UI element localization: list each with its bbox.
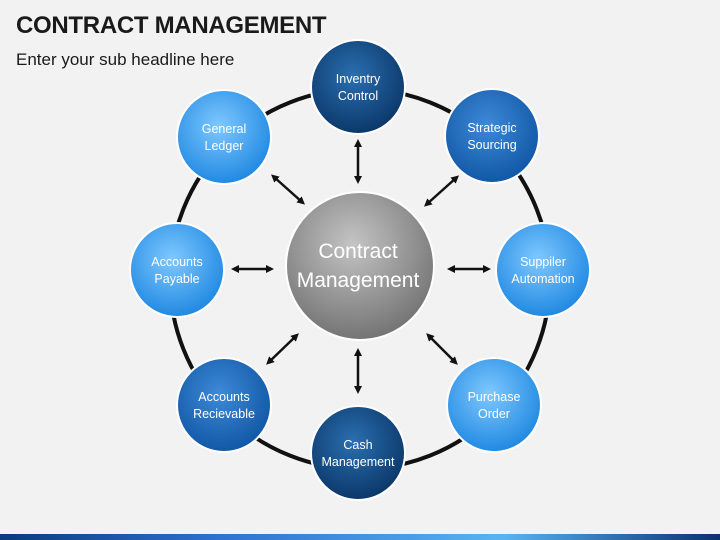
nodes-layer: InventryControlStrategicSourcingSuppiler…: [129, 39, 591, 501]
node-circle-general-ledger: [176, 89, 272, 185]
node-circle-accounts-payable: [129, 222, 225, 318]
page-title: CONTRACT MANAGEMENT: [16, 12, 327, 39]
double-arrow-accounts-recievable: [266, 333, 299, 365]
node-circle-suppiler-automation: [495, 222, 591, 318]
node-label-cash-management-line-2: Management: [322, 455, 395, 469]
node-label-cash-management-line-1: Cash: [343, 438, 372, 452]
center-label-line-2: Management: [297, 269, 420, 292]
node-circle-inventry-control: [310, 39, 406, 135]
node-label-suppiler-automation-line-2: Automation: [511, 272, 574, 286]
node-circle-cash-management: [310, 405, 406, 501]
footer-bar: [0, 534, 720, 540]
double-arrow-purchase-order: [426, 333, 458, 365]
double-arrow-strategic-sourcing: [424, 175, 459, 207]
node-label-general-ledger-line-2: Ledger: [205, 139, 244, 153]
node-label-accounts-recievable-line-2: Recievable: [193, 407, 255, 421]
node-label-inventry-control-line-2: Control: [338, 89, 378, 103]
sub-headline: Enter your sub headline here: [16, 50, 235, 69]
node-label-accounts-recievable-line-1: Accounts: [198, 390, 249, 404]
center-label-line-1: Contract: [318, 240, 398, 263]
double-arrow-general-ledger: [271, 174, 305, 205]
node-label-purchase-order-line-1: Purchase: [468, 390, 521, 404]
node-label-purchase-order-line-2: Order: [478, 407, 510, 421]
center-node: Contract Management: [285, 191, 435, 341]
center-circle: [285, 191, 435, 341]
node-label-inventry-control-line-1: Inventry: [336, 72, 381, 86]
node-label-suppiler-automation-line-1: Suppiler: [520, 255, 566, 269]
node-label-accounts-payable-line-1: Accounts: [151, 255, 202, 269]
node-label-strategic-sourcing-line-1: Strategic: [467, 121, 516, 135]
node-circle-strategic-sourcing: [444, 88, 540, 184]
node-label-accounts-payable-line-2: Payable: [154, 272, 199, 286]
arrows-layer: [231, 139, 491, 394]
node-circle-accounts-recievable: [176, 357, 272, 453]
node-label-general-ledger-line-1: General: [202, 122, 246, 136]
node-circle-purchase-order: [446, 357, 542, 453]
node-label-strategic-sourcing-line-2: Sourcing: [467, 138, 516, 152]
